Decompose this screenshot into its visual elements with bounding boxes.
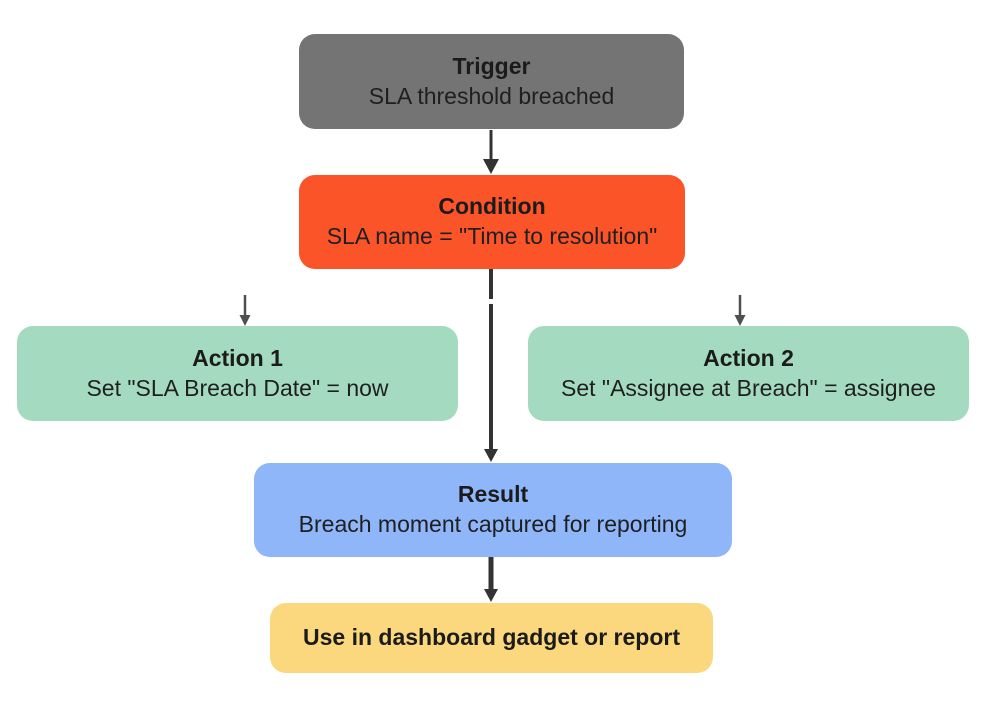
node-action2-subtitle: Set "Assignee at Breach" = assignee [561,374,936,401]
node-trigger-title: Trigger [452,52,531,79]
connector-condition-action1 [239,295,251,326]
node-condition-title: Condition [438,193,546,220]
connector-result-final [484,557,498,602]
node-trigger-subtitle: SLA threshold breached [368,82,615,109]
node-condition: Condition SLA name = "Time to resolution… [299,175,685,269]
connector-trigger-condition [483,130,499,174]
node-action2: Action 2 Set "Assignee at Breach" = assi… [528,326,969,421]
node-result-subtitle: Breach moment captured for reporting [298,511,688,537]
node-action1-subtitle: Set "SLA Breach Date" = now [86,374,389,401]
node-condition-subtitle: SLA name = "Time to resolution" [326,223,658,249]
node-action1: Action 1 Set "SLA Breach Date" = now [17,326,458,421]
node-final: Use in dashboard gadget or report [270,603,713,673]
connector-condition-action2 [734,295,746,326]
connector-condition-result [484,269,498,462]
node-action2-title: Action 2 [703,344,794,371]
node-final-title: Use in dashboard gadget or report [303,624,680,651]
node-action1-title: Action 1 [192,344,283,371]
node-trigger: Trigger SLA threshold breached [299,34,684,129]
node-result-title: Result [457,481,529,508]
node-result: Result Breach moment captured for report… [254,463,732,557]
